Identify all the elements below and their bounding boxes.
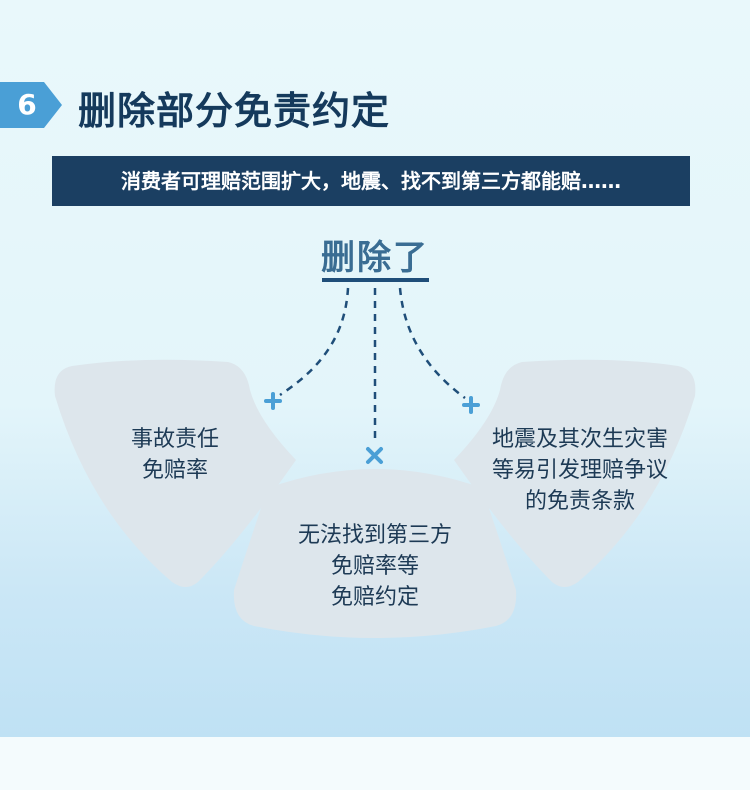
connector-right <box>398 287 466 400</box>
section-number-badge <box>0 82 62 128</box>
connector-left <box>279 287 350 397</box>
card-left-shape <box>54 359 296 587</box>
deleted-heading: 删除了 <box>321 238 429 278</box>
infographic-canvas: 6 删除部分免责约定 消费者可理赔范围扩大，地震、找不到第三方都能赔…… 删除了… <box>0 0 750 737</box>
plus-icon-left <box>264 392 282 410</box>
card-center-line: 免赔约定 <box>330 585 419 610</box>
card-right-line: 的免责条款 <box>524 489 635 514</box>
summary-banner: 消费者可理赔范围扩大，地震、找不到第三方都能赔…… <box>52 156 690 206</box>
card-right-shape <box>454 359 696 587</box>
card-center-line: 免赔率等 <box>330 554 419 579</box>
card-right-text: 地震及其次生灾害 等易引发理赔争议 的免责条款 <box>480 424 680 517</box>
connector-diagram <box>54 287 696 638</box>
card-center-text: 无法找到第三方 免赔率等 免赔约定 <box>285 520 465 613</box>
card-left-line: 事故责任 <box>130 427 219 452</box>
deleted-underline <box>322 278 429 282</box>
plus-icon-right <box>462 396 480 414</box>
section-title: 删除部分免责约定 <box>78 89 391 133</box>
card-right-line: 等易引发理赔争议 <box>491 458 668 483</box>
card-left-line: 免赔率 <box>141 458 208 483</box>
cross-icon-center <box>366 447 383 464</box>
section-number: 6 <box>17 88 37 121</box>
card-left-text: 事故责任 免赔率 <box>110 424 240 486</box>
card-center-line: 无法找到第三方 <box>297 523 452 548</box>
card-center-shape <box>233 469 517 638</box>
card-right-line: 地震及其次生灾害 <box>491 427 668 452</box>
